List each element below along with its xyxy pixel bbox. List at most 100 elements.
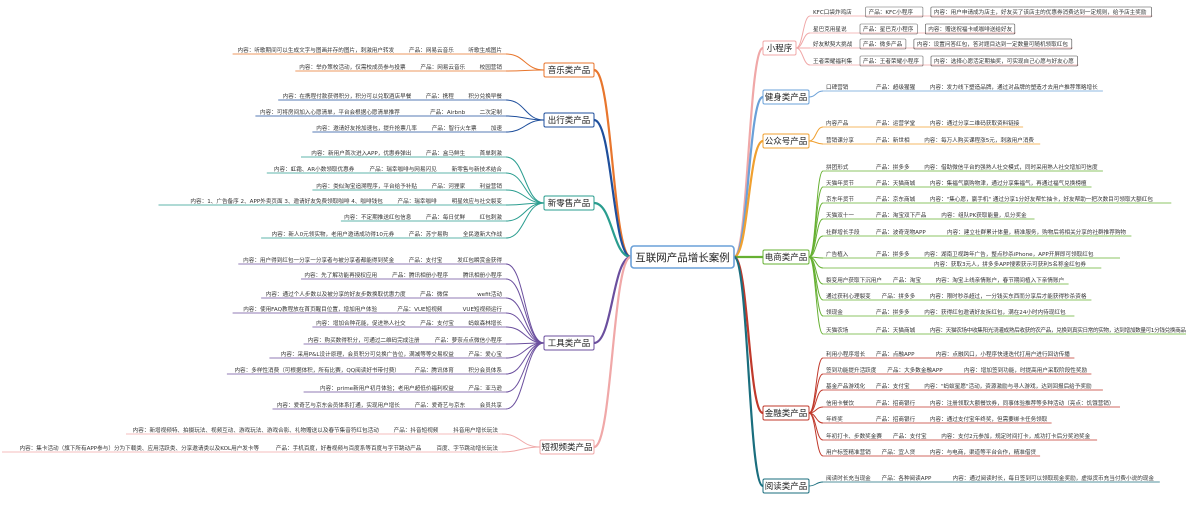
item-product: 产品：瑞幸咖啡 xyxy=(398,197,438,205)
item-product: 产品：携程 xyxy=(426,92,454,100)
product-box xyxy=(865,6,924,18)
item-name: 王者荣耀福利集 xyxy=(813,57,853,65)
item-product: 产品：支付宝 xyxy=(876,382,910,390)
content-box xyxy=(930,55,1078,67)
branch-box-music[interactable] xyxy=(543,62,595,78)
branch-box-retail[interactable] xyxy=(543,195,595,211)
branch-box-fitness[interactable] xyxy=(762,89,810,105)
item-product: 产品：淘宝 xyxy=(893,276,921,284)
item-product: 产品：星巴克小程序 xyxy=(863,25,914,33)
item-product: 产品：智行火车票 xyxy=(432,124,477,132)
connector-line xyxy=(501,446,541,453)
item-category: 全民邀新大作战 xyxy=(463,230,503,238)
item-content: 内容：prime新用户初月体验；老用户超低价福利权益 xyxy=(320,384,454,392)
item-name: 拼团形式 xyxy=(826,163,849,171)
item-category: 新零售与新技术结合 xyxy=(452,165,503,173)
item-name: 年终奖 xyxy=(826,415,843,423)
item-category: 积分兑换早餐 xyxy=(468,92,502,100)
connector-line xyxy=(505,278,545,344)
connector-line xyxy=(733,139,764,259)
connector-line xyxy=(732,255,765,488)
item-product: 产品：天猫商城 xyxy=(876,326,916,334)
product-box xyxy=(859,55,924,67)
item-category: VUE短视频运行 xyxy=(463,305,503,313)
item-content: 内容：选择心愿活定期抽奖，可实现自己心愿与好友心愿 xyxy=(934,57,1074,65)
branch-box-finance[interactable] xyxy=(762,405,810,421)
connector-line xyxy=(795,32,811,49)
item-content: 内容：类似淘宝追溯程序，平台给予补贴 xyxy=(316,182,417,190)
item-content: 内容：设置问答红包，答对题目达到一定数量可随机领取红包 xyxy=(917,40,1068,48)
item-product: 产品：支付宝 xyxy=(420,319,454,327)
item-content: 内容：点融风口，小程序快速迭代打用户进行回访传播 xyxy=(936,350,1071,358)
connector-line xyxy=(732,46,765,259)
branch-box-reading[interactable] xyxy=(762,478,810,494)
item-product: 产品：Airbnb xyxy=(430,108,466,116)
item-product: 产品：各种阅读APP xyxy=(882,474,932,482)
connector-line xyxy=(505,69,545,72)
item-name: 通过获利心理裂变 xyxy=(826,292,871,300)
item-content: 内容：与电商，渠道等平台合作，精准借贷 xyxy=(930,448,1037,456)
item-content: 内容：通过阅读时长，每日签到可以领取现金奖励，虚拟货币充当付费小说的现金 xyxy=(953,474,1155,482)
item-product: 产品：拼多多 xyxy=(876,250,910,258)
item-category: 首单刺激 xyxy=(480,149,503,157)
item-content: 内容：限时秒杀超过，一分钱买东西而分享后才能获得秒杀资格 xyxy=(930,292,1087,300)
item-content: 内容：新人0元领实物，老用户邀请成功得10元券 xyxy=(272,230,395,238)
item-product: 产品：每日优鲜 xyxy=(426,213,466,221)
item-category: 明星效应与社交裂变 xyxy=(452,197,503,205)
item-category: wefit活动 xyxy=(477,290,502,298)
item-category: 校园营销 xyxy=(480,63,503,71)
branch-box-tools[interactable] xyxy=(543,335,595,351)
item-name: 裂变用户获取下沉用户 xyxy=(826,276,882,284)
branch-box-mini[interactable] xyxy=(762,40,797,56)
item-name: 营销课分享 xyxy=(826,136,854,144)
connector-line xyxy=(505,342,545,410)
item-content: 内容：支付2元参加，规定时间打卡，成功打卡后分奖池奖金 xyxy=(941,432,1090,440)
item-product: 产品：微保 xyxy=(420,290,448,298)
connector-line xyxy=(505,342,545,375)
item-content: 内容：增加合种花能，促进熟人社交 xyxy=(316,319,406,327)
item-content: 内容：集卡活动（旗下所有APP参与）分为下载类、应用活跃类、分享邀请类以及KOL… xyxy=(19,444,259,452)
item-content: 内容：举办策校活动，仅需校成员参与投票 xyxy=(299,63,406,71)
item-name: 星巴克用星说 xyxy=(813,25,847,33)
item-product: 产品：王者荣耀小程序 xyxy=(863,57,919,65)
branch-label-mini: 小程序 xyxy=(767,43,793,54)
item-content: 内容：获得红包邀请好友拆红包，满在24小时内待现红包 xyxy=(924,308,1066,316)
connector-line xyxy=(501,433,541,448)
connector-line xyxy=(808,357,824,414)
branch-box-video[interactable] xyxy=(539,439,595,455)
branch-label-reading: 阅读类产品 xyxy=(765,481,808,492)
root-title: 互联网产品增长案例 xyxy=(635,251,730,264)
item-product: 产品：支付宝 xyxy=(893,432,927,440)
item-category: 抖音用户增长玩法 xyxy=(453,426,498,434)
item-content: 内容：购买数得积分，可通过二维码完成注册 xyxy=(308,336,420,344)
item-product: 产品：新世相 xyxy=(876,136,910,144)
item-content: 内容：建立社群累计体量，精准服务，购物后将相关分享的社群推荐购物 xyxy=(947,228,1126,236)
mindmap-nodes: 音乐类产品听歌生成图片产品：网易云音乐内容：听歌期间可以生成文字与图画并存的图片… xyxy=(19,6,1186,494)
item-product: 产品：腾讯相册小程序 xyxy=(392,271,448,279)
connector-line xyxy=(808,389,824,414)
branch-box-official[interactable] xyxy=(762,133,810,149)
branch-box-travel[interactable] xyxy=(543,112,595,128)
connector-line xyxy=(593,118,632,259)
connector-line xyxy=(795,15,811,49)
root-node[interactable]: 互联网产品增长案例 xyxy=(630,245,735,269)
mindmap-connectors xyxy=(2,15,1186,488)
branch-box-ecommerce[interactable] xyxy=(762,249,810,265)
connector-line xyxy=(808,90,824,98)
item-content: 内容：注册领取大额餐饮券，同事体验推荐等多种活动（亮点：饥饿营销） xyxy=(930,399,1115,407)
connector-line xyxy=(732,255,765,415)
item-name: KFC口袋炸鸡店 xyxy=(813,8,852,16)
branch-label-travel: 出行类产品 xyxy=(548,115,591,126)
item-content: 内容：获取3元人，拼多多APP搜索获示可获利5名称金红包券 xyxy=(934,260,1086,268)
item-name: 阅读时长充当现金 xyxy=(826,474,871,482)
item-category: 积分会员体系 xyxy=(468,366,502,374)
item-content: 内容：先了解功能再授权应用 xyxy=(304,271,377,279)
item-name: 口碑营销 xyxy=(826,83,849,91)
item-product: 产品：手机百度，好看视频与百度系等百度与字节跳动产品 xyxy=(276,444,422,452)
content-box xyxy=(924,23,1016,35)
content-box xyxy=(930,6,1152,18)
item-content: 内容：可将房间加入心愿清单，平台会根据心愿清单推荐 xyxy=(260,108,400,116)
item-content: 内容：通过支付宝年终奖，但需要绑卡任务领取 xyxy=(930,415,1048,423)
connector-line xyxy=(795,47,811,66)
connector-line xyxy=(593,255,632,345)
